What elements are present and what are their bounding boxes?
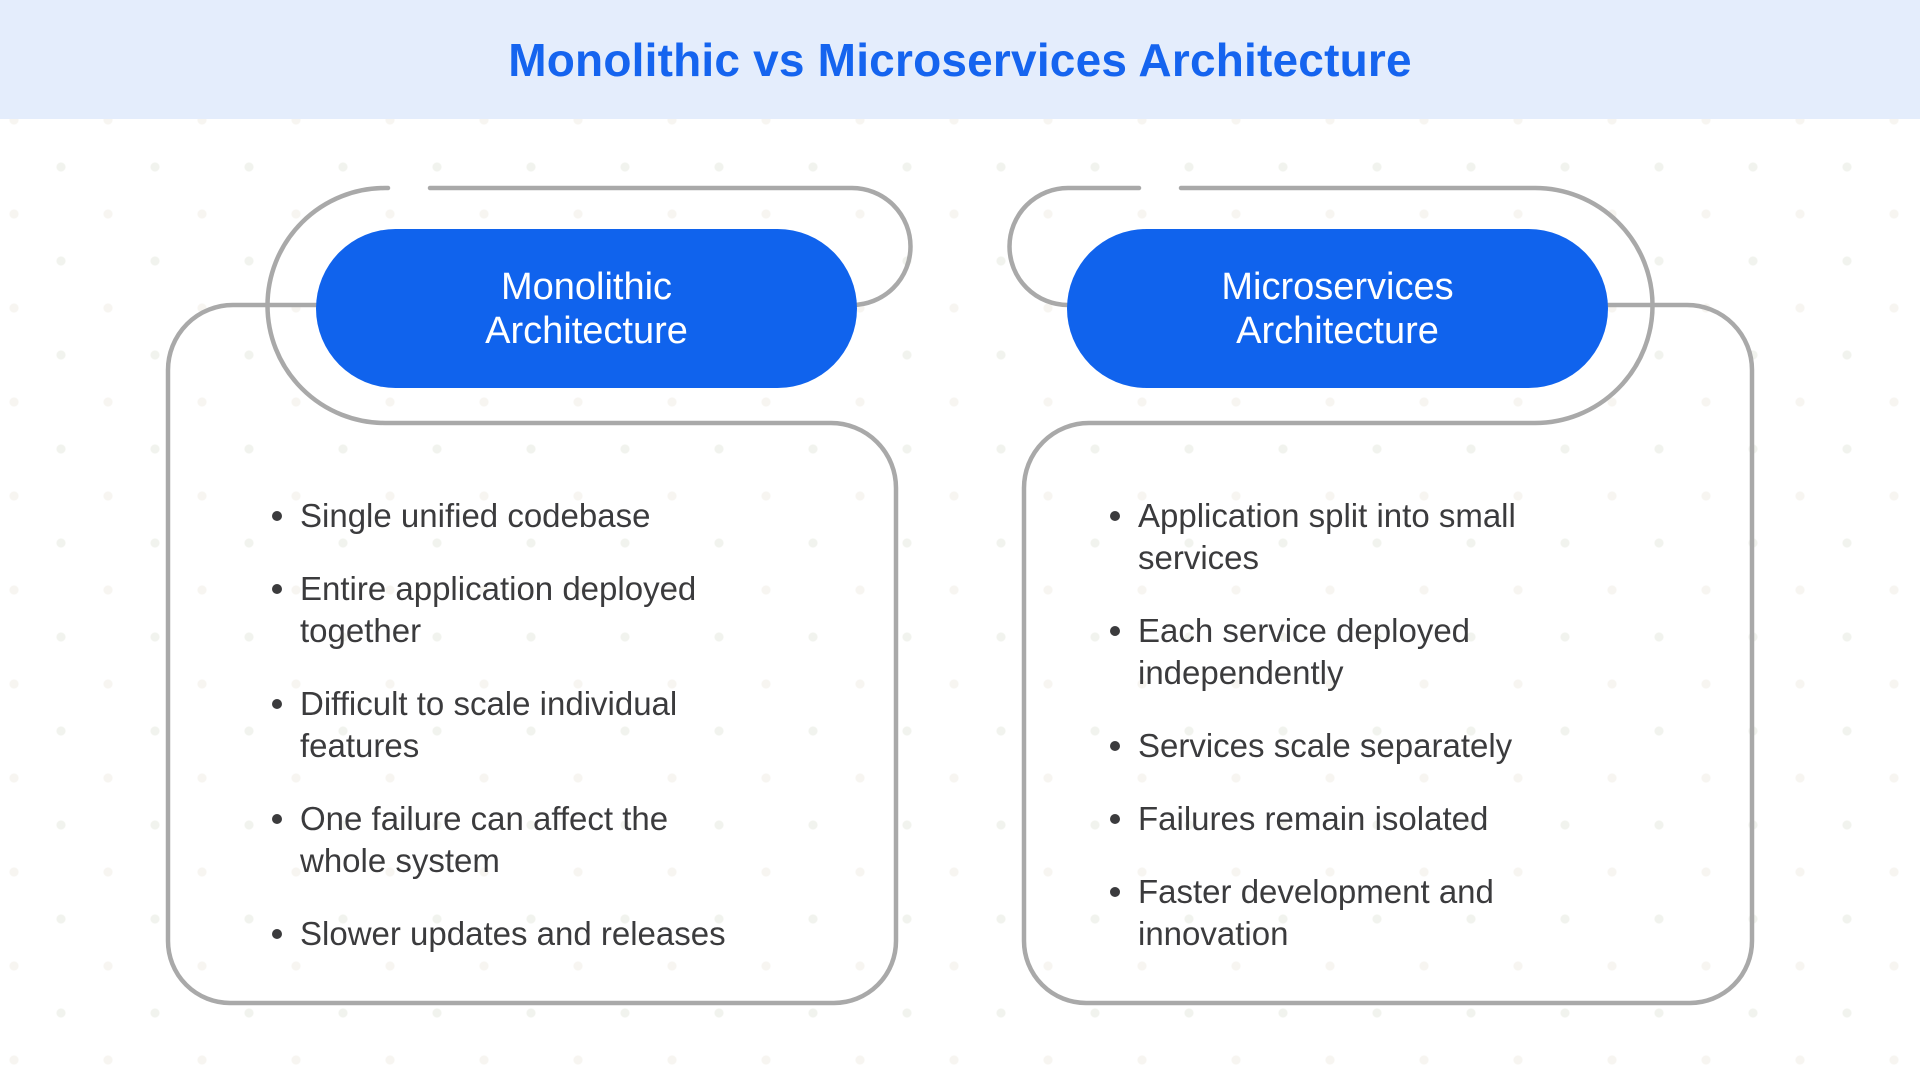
list-item: Application split into small services (1110, 495, 1698, 579)
bullet-text: Faster development and innovation (1138, 873, 1494, 952)
list-item: Each service deployed independently (1110, 610, 1698, 694)
bullet-text: Services scale separately (1138, 727, 1513, 764)
bullet-dot-icon (1110, 887, 1120, 897)
bullet-text: One failure can affect the whole system (300, 800, 669, 879)
list-item: One failure can affect the whole system (272, 798, 860, 882)
bullet-dot-icon (272, 814, 282, 824)
monolithic-outline-path (165, 185, 913, 1006)
monolithic-header-pill: Monolithic Architecture (316, 229, 857, 388)
bullet-text: Application split into small services (1138, 497, 1516, 576)
bullet-dot-icon (272, 584, 282, 594)
title-banner: Monolithic vs Microservices Architecture (0, 0, 1920, 119)
bullet-text: Difficult to scale individual features (300, 685, 678, 764)
list-item: Faster development and innovation (1110, 871, 1698, 955)
list-item: Single unified codebase (272, 495, 860, 537)
bullet-text: Entire application deployed together (300, 570, 697, 649)
bullet-text: Failures remain isolated (1138, 800, 1489, 837)
bullet-dot-icon (1110, 626, 1120, 636)
bullet-text: Each service deployed independently (1138, 612, 1471, 691)
bullet-dot-icon (1110, 814, 1120, 824)
bullet-dot-icon (272, 929, 282, 939)
monolithic-header-label: Monolithic Architecture (485, 265, 688, 352)
list-item: Difficult to scale individual features (272, 683, 860, 767)
bullet-dot-icon (1110, 511, 1120, 521)
list-item: Failures remain isolated (1110, 798, 1698, 840)
microservices-bullet-list: Application split into small services Ea… (1110, 495, 1698, 986)
bullet-text: Single unified codebase (300, 497, 651, 534)
bullet-dot-icon (272, 699, 282, 709)
microservices-header-label: Microservices Architecture (1221, 265, 1454, 352)
list-item: Entire application deployed together (272, 568, 860, 652)
microservices-header-pill: Microservices Architecture (1067, 229, 1608, 388)
bullet-text: Slower updates and releases (300, 915, 726, 952)
microservices-outline-path (1007, 185, 1755, 1006)
monolithic-bullet-list: Single unified codebase Entire applicati… (272, 495, 860, 986)
bullet-dot-icon (272, 511, 282, 521)
list-item: Slower updates and releases (272, 913, 860, 955)
page-title: Monolithic vs Microservices Architecture (508, 33, 1412, 86)
list-item: Services scale separately (1110, 725, 1698, 767)
bullet-dot-icon (1110, 741, 1120, 751)
